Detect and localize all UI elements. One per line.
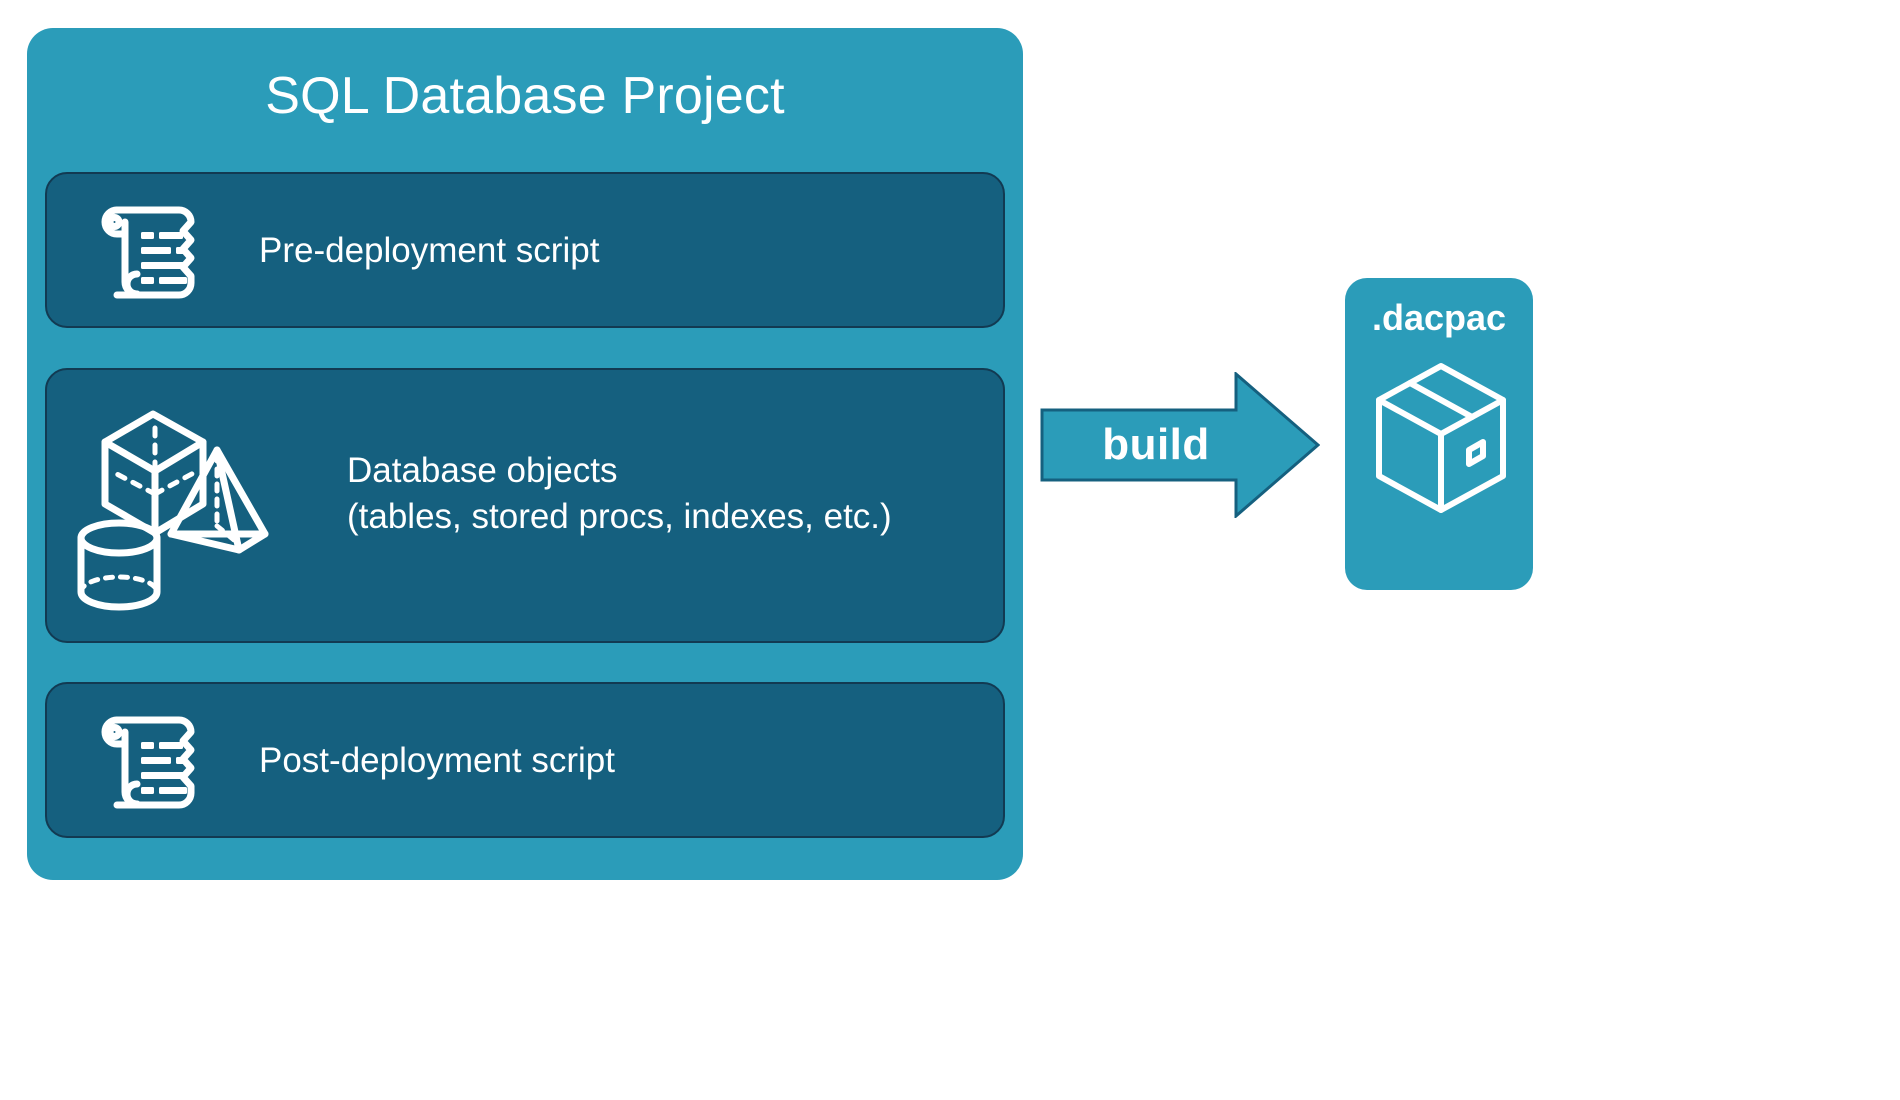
panel-label-database-objects: Database objects (tables, stored procs, … — [347, 451, 892, 537]
3d-shapes-icon — [67, 392, 307, 622]
panel-post-deployment[interactable]: Post-deployment script — [45, 682, 1005, 838]
panel-label-pre-deployment: Pre-deployment script — [259, 231, 600, 270]
panel-label-post-deployment: Post-deployment script — [259, 741, 615, 780]
scroll-icon — [85, 708, 205, 816]
build-arrow — [1040, 370, 1321, 520]
sql-database-project-card: SQL Database Project — [27, 28, 1023, 880]
dacpac-label: .dacpac — [1371, 297, 1507, 338]
page-title: SQL Database Project — [265, 67, 785, 125]
package-box-icon — [1371, 358, 1511, 518]
dacpac-output-card[interactable]: .dacpac — [1345, 278, 1533, 590]
panel-pre-deployment[interactable]: Pre-deployment script — [45, 172, 1005, 328]
panel-database-objects[interactable]: Database objects (tables, stored procs, … — [45, 368, 1005, 643]
scroll-icon — [85, 198, 205, 306]
